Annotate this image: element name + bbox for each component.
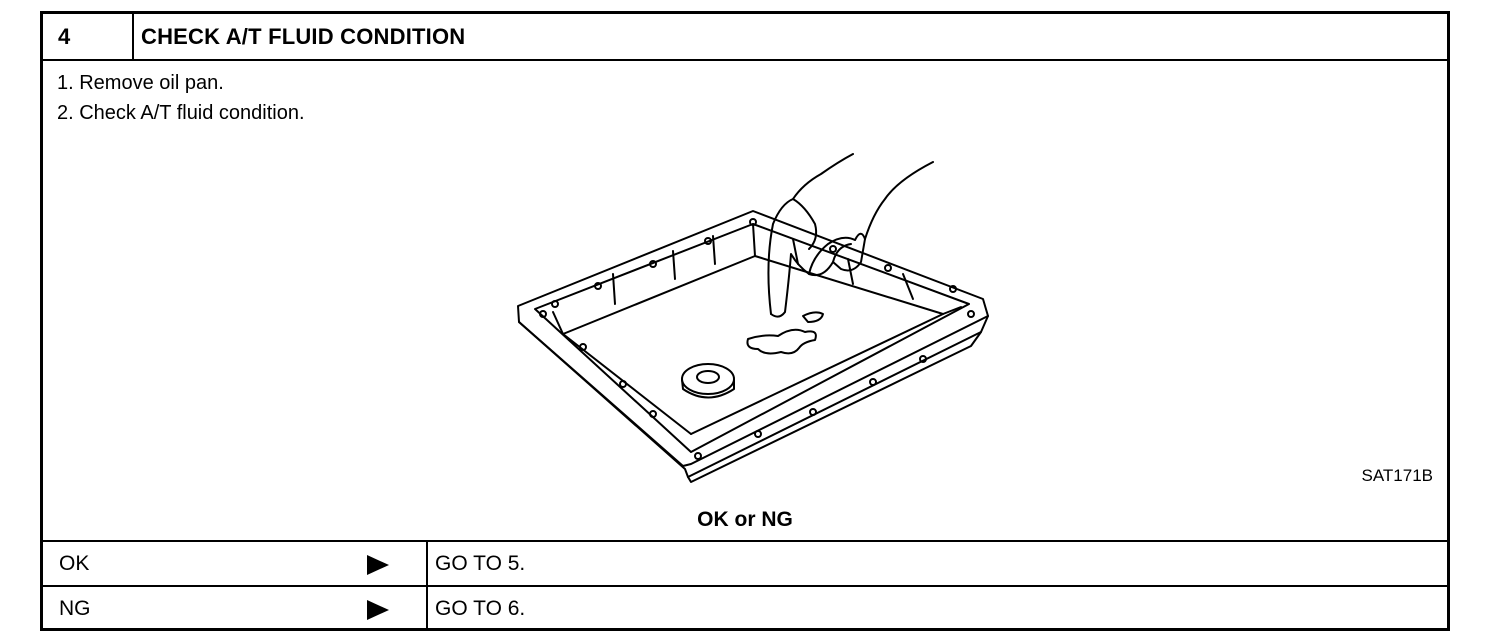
procedure-frame: 4 CHECK A/T FLUID CONDITION 1. Remove oi…	[40, 11, 1450, 631]
result-divider	[426, 587, 428, 631]
result-row-ok: OK GO TO 5.	[43, 540, 1447, 585]
pan-inner-wall	[552, 223, 756, 335]
pan-flange-inner	[534, 223, 970, 453]
fluid-puddle	[746, 328, 817, 355]
step-title: CHECK A/T FLUID CONDITION	[141, 24, 466, 49]
oil-pan-illustration	[517, 153, 989, 483]
result-row-ng: NG GO TO 6.	[43, 585, 1447, 631]
instruction-2: 2. Check A/T fluid condition.	[57, 102, 305, 124]
result-action: GO TO 5.	[435, 552, 526, 575]
decision-title: OK or NG	[697, 508, 793, 531]
triangle-right-icon	[367, 555, 389, 575]
figure-code: SAT171B	[1361, 466, 1433, 485]
pan-bottom-rim	[518, 315, 989, 478]
header-divider	[132, 14, 134, 59]
result-label: OK	[59, 552, 90, 575]
step-header: 4 CHECK A/T FLUID CONDITION	[43, 14, 1447, 61]
drain-magnet	[681, 363, 735, 395]
result-divider	[426, 542, 428, 585]
instruction-1: 1. Remove oil pan.	[57, 72, 224, 94]
result-action: GO TO 6.	[435, 597, 526, 620]
triangle-right-icon	[367, 600, 389, 620]
step-number: 4	[58, 24, 71, 49]
result-label: NG	[59, 597, 91, 620]
